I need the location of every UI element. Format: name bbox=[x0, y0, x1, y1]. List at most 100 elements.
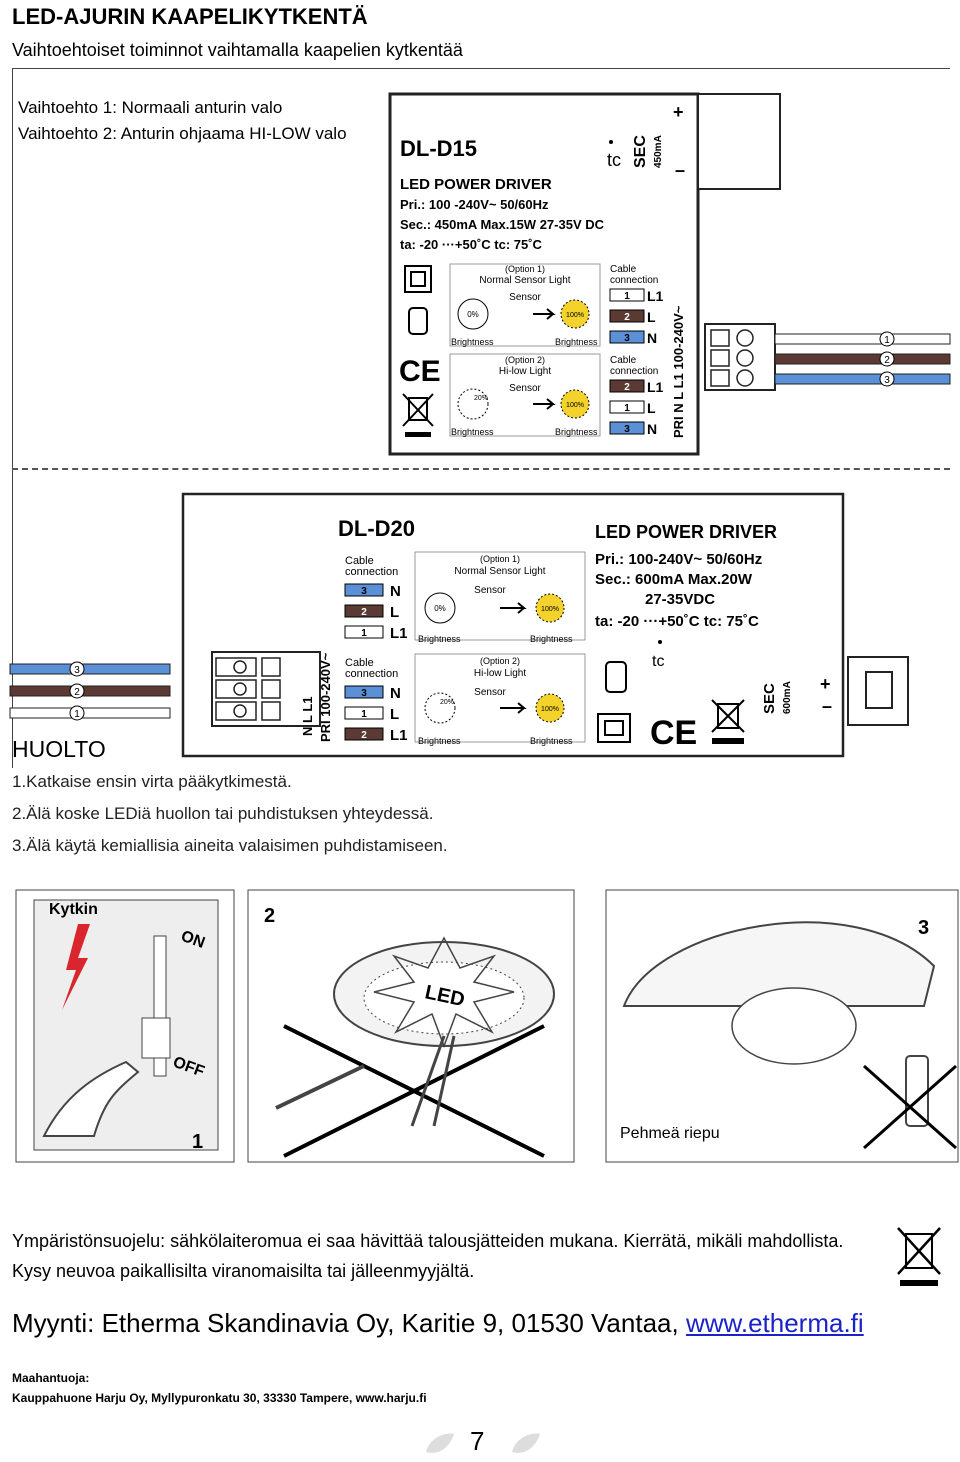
svg-text:100%: 100% bbox=[541, 706, 559, 713]
svg-text:N: N bbox=[390, 685, 401, 702]
lightning-icon bbox=[62, 924, 90, 1010]
svg-text:–: – bbox=[822, 696, 832, 716]
svg-text:3: 3 bbox=[361, 688, 367, 699]
d20-heading: LED POWER DRIVER bbox=[595, 522, 777, 542]
frame-left-border bbox=[12, 68, 13, 768]
section-divider bbox=[12, 468, 950, 470]
svg-text:Sensor: Sensor bbox=[474, 585, 506, 596]
svg-text:Cable: Cable bbox=[345, 555, 374, 567]
page-title: LED-AJURIN KAAPELIKYTKENTÄ bbox=[12, 4, 368, 29]
svg-text:2: 2 bbox=[74, 687, 80, 698]
svg-text:Kytkin: Kytkin bbox=[49, 901, 98, 918]
option-1-text: Vaihtoehto 1: Normaali anturin valo bbox=[18, 98, 283, 117]
d15-pri-label: PRI N L L1 100-240V~ bbox=[671, 305, 686, 438]
huolto-item-2: 2.Älä koske LEDiä huollon tai puhdistuks… bbox=[12, 804, 434, 823]
svg-text:3: 3 bbox=[361, 586, 367, 597]
d15-sec: SEC bbox=[632, 135, 649, 168]
svg-text:100%: 100% bbox=[566, 402, 584, 409]
svg-text:Sec.: 600mA Max.20W: Sec.: 600mA Max.20W bbox=[595, 571, 753, 588]
svg-text:1: 1 bbox=[361, 628, 367, 639]
svg-text:Cable: Cable bbox=[610, 355, 637, 366]
svg-text:3: 3 bbox=[624, 333, 630, 344]
importer-label: Maahantuoja: bbox=[12, 1371, 90, 1385]
svg-text:connection: connection bbox=[345, 566, 398, 578]
huolto-heading: HUOLTO bbox=[12, 736, 106, 762]
svg-text:PRI 100-240V~: PRI 100-240V~ bbox=[318, 652, 333, 742]
d20-model: DL-D20 bbox=[338, 516, 415, 541]
d15-sec-ma: 450mA bbox=[653, 135, 664, 168]
huolto-item-1: 1.Katkaise ensin virta pääkytkimestä. bbox=[12, 772, 292, 791]
svg-text:1: 1 bbox=[192, 1131, 203, 1153]
svg-text:600mA: 600mA bbox=[782, 681, 793, 714]
cloth-icon bbox=[731, 987, 857, 1065]
svg-text:Brightness: Brightness bbox=[555, 427, 598, 437]
maintenance-illustrations: Kytkin ON OFF 1 2 LED 3 Pehmeä riepu bbox=[15, 889, 959, 1163]
importer-address: Kauppahuone Harju Oy, Myllypuronkatu 30,… bbox=[12, 1391, 427, 1405]
svg-text:–: – bbox=[675, 160, 685, 180]
d15-spec-1: Pri.: 100 -240V~ 50/60Hz bbox=[400, 197, 549, 212]
environment-notice: Ympäristönsuojelu: sähkölaiteromua ei sa… bbox=[12, 1231, 844, 1281]
svg-text:1: 1 bbox=[74, 709, 80, 720]
svg-text:+: + bbox=[673, 102, 684, 122]
svg-text:3: 3 bbox=[624, 424, 630, 435]
dl-d15-driver-diagram: DL-D15 tc SEC 450mA + – LED POWER DRIVER… bbox=[388, 92, 951, 456]
svg-text:L: L bbox=[390, 706, 399, 723]
svg-text:1: 1 bbox=[624, 403, 630, 414]
svg-text:3: 3 bbox=[918, 917, 929, 939]
svg-text:ta: -20 ···+50˚C tc: 75˚C: ta: -20 ···+50˚C tc: 75˚C bbox=[595, 613, 759, 630]
svg-text:3: 3 bbox=[74, 665, 80, 676]
svg-text:20%: 20% bbox=[474, 395, 488, 402]
frame-top-border bbox=[12, 68, 950, 69]
svg-text:Brightness: Brightness bbox=[451, 427, 494, 437]
bottle-icon bbox=[905, 1055, 929, 1127]
svg-text:Hi-low Light: Hi-low Light bbox=[474, 668, 526, 679]
screwdriver-icon bbox=[275, 1064, 365, 1110]
svg-text:1: 1 bbox=[884, 335, 890, 346]
svg-text:CE: CE bbox=[650, 714, 697, 752]
svg-text:Brightness: Brightness bbox=[530, 736, 573, 746]
dl-d20-driver-diagram: 3 2 1 PRI 100-240V~ N L L1 DL-D20 LED PO… bbox=[9, 492, 909, 758]
svg-text:L1: L1 bbox=[390, 727, 408, 744]
svg-text:connection: connection bbox=[610, 275, 658, 286]
svg-text:1: 1 bbox=[624, 291, 630, 302]
leaf-decoration bbox=[426, 1433, 540, 1453]
weee-bin-icon bbox=[402, 393, 434, 437]
option-2-text: Vaihtoehto 2: Anturin ohjaama HI-LOW val… bbox=[18, 124, 347, 143]
d15-model: DL-D15 bbox=[400, 136, 477, 161]
weee-bin-icon bbox=[897, 1227, 941, 1286]
svg-text:2: 2 bbox=[264, 905, 275, 927]
hand-icon bbox=[42, 1060, 140, 1137]
page-subtitle: Vaihtoehtoiset toiminnot vaihtamalla kaa… bbox=[12, 40, 463, 60]
svg-text:2: 2 bbox=[624, 382, 630, 393]
svg-text:L: L bbox=[647, 309, 656, 325]
svg-text:CE: CE bbox=[399, 355, 441, 388]
svg-text:Normal Sensor Light: Normal Sensor Light bbox=[479, 275, 570, 286]
svg-text:Pehmeä riepu: Pehmeä riepu bbox=[620, 1125, 720, 1142]
svg-text:N L L1: N L L1 bbox=[300, 697, 315, 737]
svg-text:N: N bbox=[647, 330, 657, 346]
etherma-link[interactable]: www.etherma.fi bbox=[685, 1308, 864, 1338]
svg-text:Hi-low Light: Hi-low Light bbox=[499, 366, 551, 377]
svg-text:Sensor: Sensor bbox=[474, 687, 506, 698]
svg-text:L1: L1 bbox=[647, 288, 664, 304]
svg-text:2: 2 bbox=[624, 312, 630, 323]
svg-text:0%: 0% bbox=[434, 604, 446, 613]
d15-spec-3: ta: -20 ···+50˚C tc: 75˚C bbox=[400, 237, 543, 252]
svg-text:L1: L1 bbox=[647, 379, 664, 395]
svg-text:0%: 0% bbox=[467, 310, 479, 319]
svg-text:Brightness: Brightness bbox=[418, 634, 461, 644]
svg-text:connection: connection bbox=[345, 668, 398, 680]
svg-text:2: 2 bbox=[361, 607, 367, 618]
huolto-item-3: 3.Älä käytä kemiallisia aineita valaisim… bbox=[12, 836, 448, 855]
svg-text:2: 2 bbox=[884, 355, 890, 366]
svg-text:SEC: SEC bbox=[761, 683, 778, 714]
svg-text:(Option 2): (Option 2) bbox=[480, 656, 520, 666]
svg-text:connection: connection bbox=[610, 366, 658, 377]
page-number: 7 bbox=[470, 1426, 485, 1456]
svg-text:N: N bbox=[390, 583, 401, 600]
svg-text:L1: L1 bbox=[390, 625, 408, 642]
svg-text:Brightness: Brightness bbox=[451, 337, 494, 347]
svg-text:Sensor: Sensor bbox=[509, 292, 541, 303]
d15-tc: tc bbox=[607, 150, 621, 170]
svg-text:100%: 100% bbox=[541, 606, 559, 613]
